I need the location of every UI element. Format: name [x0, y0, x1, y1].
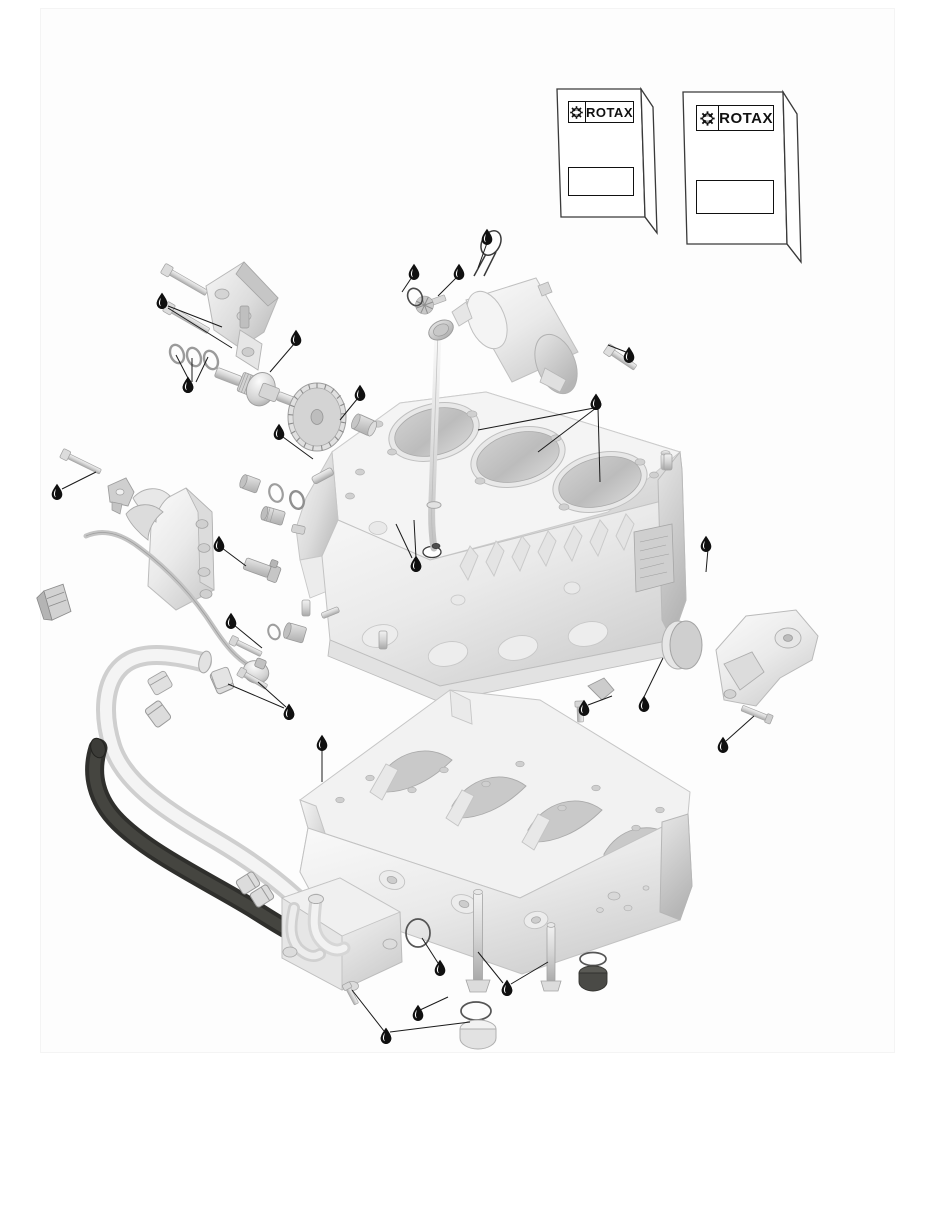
part-bottom-hardware	[405, 889, 608, 1050]
callout-leader-line	[389, 1021, 471, 1033]
callout-leader-line	[587, 695, 613, 706]
rotax-tag-blank-field	[568, 167, 634, 196]
part-starter-pinion	[415, 294, 447, 315]
part-sealing-cap	[661, 620, 703, 670]
oil-drop-icon	[273, 423, 285, 440]
callout-leader-line	[395, 523, 413, 559]
rotax-gear-emblem-icon	[569, 102, 586, 122]
oil-drop-icon	[354, 384, 366, 401]
callout-leader-line	[437, 276, 458, 297]
part-clip-bracket	[574, 677, 615, 723]
callout-leader-line	[195, 356, 209, 383]
part-roller-bushing	[351, 413, 377, 437]
oil-drop-icon	[408, 263, 420, 280]
part-crankcase-lower	[299, 689, 693, 975]
oil-drop-icon	[638, 695, 650, 712]
callout-leader-line	[167, 307, 233, 349]
callout-leader-lines	[61, 242, 755, 1033]
rotax-logo-box: ROTAX	[568, 101, 634, 123]
callout-leader-line	[257, 681, 287, 708]
oil-drop-icon	[290, 329, 302, 346]
rotax-tag-left: ROTAX	[553, 85, 663, 250]
oil-drop-icon	[434, 959, 446, 976]
callout-leader-line	[607, 344, 627, 353]
rotax-logo-box: ROTAX	[696, 105, 774, 131]
part-upper-bracket	[205, 261, 279, 371]
part-oil-cooler	[280, 877, 403, 1006]
oil-drop-icon	[590, 393, 602, 410]
callout-leader-line	[401, 276, 413, 293]
callout-leader-line	[167, 305, 223, 328]
callout-leader-line	[705, 548, 709, 573]
callout-leader-line	[597, 407, 601, 483]
callout-leader-line	[537, 407, 597, 453]
callout-leader-line	[61, 471, 97, 490]
callout-leader-line	[419, 996, 449, 1011]
oil-drop-icon	[700, 535, 712, 552]
part-balance-gear	[287, 382, 347, 452]
rotax-wordmark: ROTAX	[719, 109, 773, 127]
callout-leader-line	[413, 519, 417, 559]
oil-drop-icon	[501, 979, 513, 996]
oil-drop-icon	[316, 734, 328, 751]
oil-drop-icon	[717, 736, 729, 753]
part-engine-mount-right	[715, 609, 819, 725]
callout-leader-line	[477, 951, 504, 984]
oil-drop-icon	[623, 346, 635, 363]
callout-leader-line	[510, 961, 549, 985]
part-oil-dipstick	[426, 319, 454, 552]
part-hose-light	[96, 645, 322, 924]
rotax-tag-right: ROTAX	[679, 88, 807, 283]
callout-leader-line	[642, 657, 664, 700]
callout-leader-line	[227, 683, 285, 709]
cylinder-bore-2	[470, 426, 566, 488]
callout-leader-line	[221, 547, 247, 567]
oil-drop-icon	[213, 535, 225, 552]
callout-leader-line	[339, 397, 359, 421]
rotax-wordmark: ROTAX	[585, 104, 633, 120]
crankcase-data-plate	[633, 523, 675, 593]
part-engine-mount-left	[59, 448, 215, 611]
oil-drop-icon	[156, 292, 168, 309]
callout-leader-line	[725, 715, 755, 742]
oil-drop-icon	[412, 1004, 424, 1021]
callout-leader-line	[477, 407, 595, 431]
rotax-gear-emblem-icon	[697, 106, 720, 130]
callout-leader-line	[351, 989, 385, 1032]
oil-drop-icon	[380, 1027, 392, 1044]
callout-leader-line	[269, 343, 295, 373]
oil-drop-icon	[225, 612, 237, 629]
oil-drop-icon	[453, 263, 465, 280]
oil-drop-icon	[51, 483, 63, 500]
callout-leader-line	[421, 937, 439, 964]
callout-leader-line	[477, 242, 488, 269]
part-starter-motor	[451, 277, 579, 395]
callout-leader-line	[282, 436, 314, 460]
part-crankcase-upper	[295, 391, 687, 703]
callout-leader-line	[233, 624, 263, 649]
rotax-tag-blank-field	[696, 180, 774, 214]
